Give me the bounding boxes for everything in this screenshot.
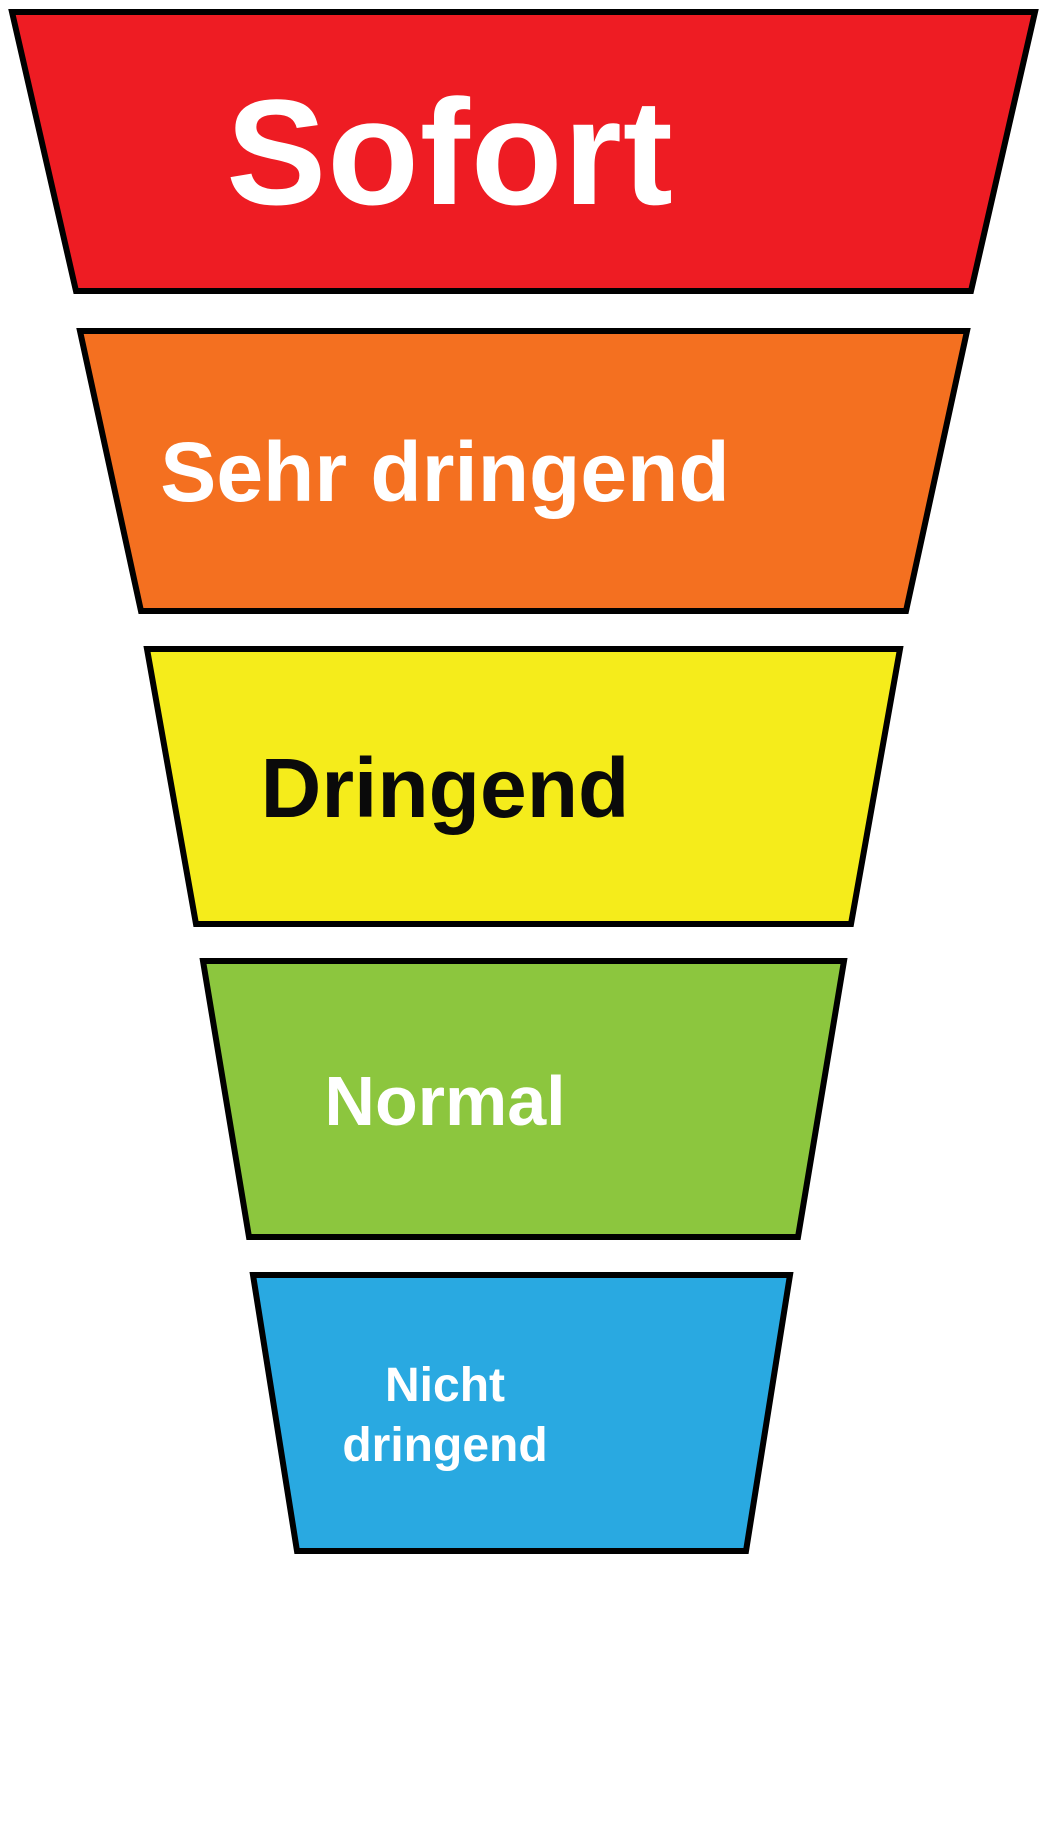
funnel-level-sehr-dringend-label: Sehr dringend xyxy=(160,425,729,519)
funnel-level-nicht-dringend-shape xyxy=(249,1272,794,1554)
funnel-level-sehr-dringend-shape xyxy=(76,328,971,614)
funnel-level-sehr-dringend: Sehr dringend xyxy=(76,328,971,614)
funnel-level-normal-shape xyxy=(199,958,848,1240)
funnel-level-dringend-shape xyxy=(143,646,904,927)
funnel-level-sofort-label: Sofort xyxy=(226,68,674,236)
funnel-level-nicht-dringend: Nicht dringend xyxy=(249,1272,794,1554)
funnel-level-sofort: Sofort xyxy=(8,9,1039,294)
funnel-level-sofort-shape xyxy=(8,9,1039,294)
funnel-level-normal-label: Normal xyxy=(324,1062,565,1140)
funnel-level-normal: Normal xyxy=(199,958,848,1240)
funnel-level-nicht-dringend-label-line2: dringend xyxy=(342,1419,547,1472)
funnel-level-nicht-dringend-label-line1: Nicht xyxy=(385,1359,505,1412)
funnel-level-dringend: Dringend xyxy=(143,646,904,927)
funnel-level-dringend-label: Dringend xyxy=(261,741,630,835)
